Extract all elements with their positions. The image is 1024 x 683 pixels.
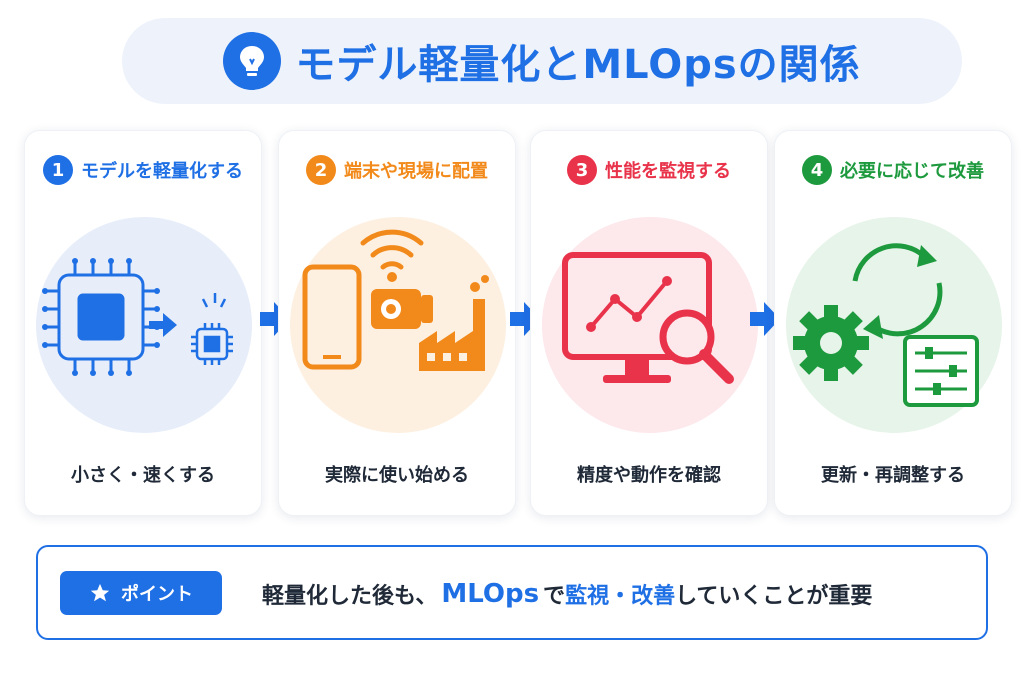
point-label: ポイント xyxy=(121,584,193,605)
step-caption: 更新・再調整する xyxy=(821,465,965,486)
flow-arrow-icon xyxy=(260,302,290,336)
step-card-3: 3 性能を監視する 精度や動作を確認 xyxy=(530,130,768,516)
point-callout: ポイント 軽量化した後も、 MLOps で 監視・改善 していくことが重要 xyxy=(36,545,988,640)
step-header-2: 2 端末や現場に配置 xyxy=(279,153,515,187)
point-text-highlight: 監視・改善 xyxy=(565,584,676,609)
step-caption: 小さく・速くする xyxy=(71,465,215,486)
step-number-badge: 4 xyxy=(802,155,832,185)
step-number-badge: 2 xyxy=(306,155,336,185)
gear-cycle-icon xyxy=(793,243,979,407)
point-message: 軽量化した後も、 MLOps で 監視・改善 していくことが重要 xyxy=(262,571,872,617)
star-icon xyxy=(90,583,110,602)
step-number-badge: 3 xyxy=(567,155,597,185)
point-badge: ポイント xyxy=(60,571,222,615)
page-title: モデル軽量化とMLOpsの関係 xyxy=(295,42,861,88)
step-card-1: 1 モデルを軽量化する 小 xyxy=(24,130,262,516)
step-card-4: 4 必要に応じて改善 xyxy=(774,130,1012,516)
step-card-2: 2 端末や現場に配置 実際に使い始める xyxy=(278,130,516,516)
step-title: 端末や現場に配置 xyxy=(344,161,488,182)
step-title: モデルを軽量化する xyxy=(81,161,243,182)
flow-arrow-icon xyxy=(750,302,780,336)
step-caption: 精度や動作を確認 xyxy=(577,465,721,486)
lightbulb-icon xyxy=(223,32,282,90)
point-text-part: していくことが重要 xyxy=(675,584,873,609)
point-text-highlight: MLOps xyxy=(441,579,540,609)
device-deploy-icon xyxy=(302,229,489,371)
chip-shrink-icon xyxy=(42,258,233,376)
point-text-part: 軽量化した後も、 xyxy=(262,584,438,609)
step-number-badge: 1 xyxy=(43,155,73,185)
monitor-search-icon xyxy=(562,252,734,384)
step-title: 必要に応じて改善 xyxy=(840,161,984,182)
step-caption: 実際に使い始める xyxy=(325,465,469,486)
step-header-1: 1 モデルを軽量化する xyxy=(25,153,261,187)
point-text-part: で xyxy=(543,584,566,609)
flow-arrow-icon xyxy=(510,302,540,336)
step-header-4: 4 必要に応じて改善 xyxy=(775,153,1011,187)
step-header-3: 3 性能を監視する xyxy=(531,153,767,187)
step-title: 性能を監視する xyxy=(605,161,731,182)
title-banner: モデル軽量化とMLOpsの関係 xyxy=(122,18,962,104)
